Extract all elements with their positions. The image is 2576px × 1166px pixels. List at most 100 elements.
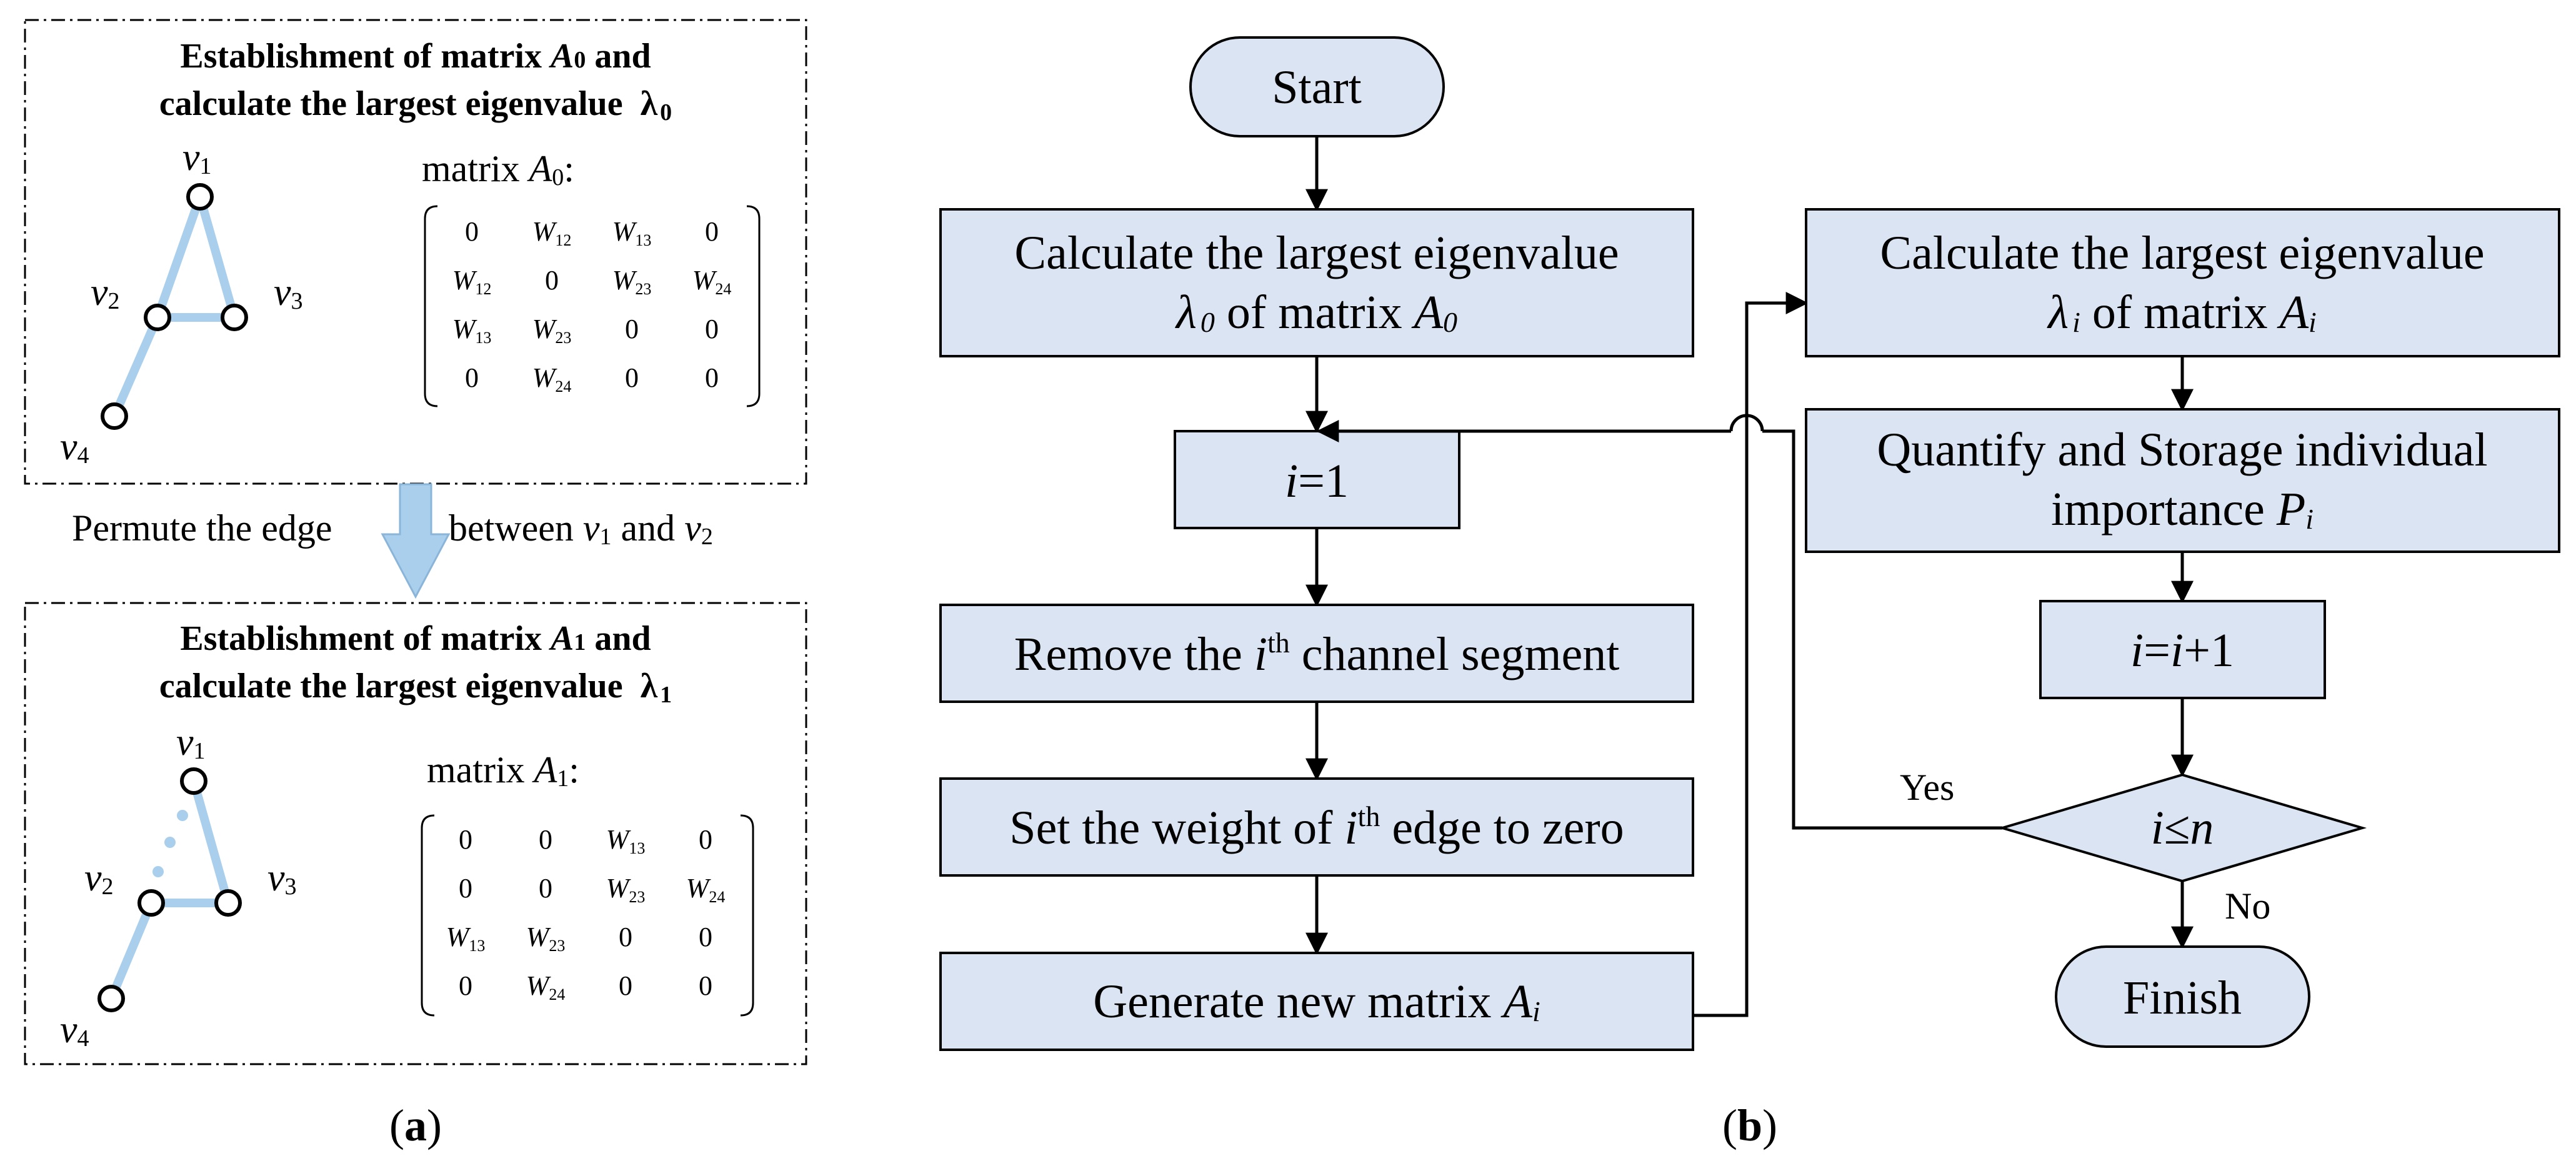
vertex-v1 <box>186 183 214 211</box>
top-matrix-cell-3-1: W24 <box>532 362 572 396</box>
label-v2: v2 <box>84 857 114 900</box>
panel-b: Start Calculate the largest eigenvalue λ… <box>939 36 2560 1150</box>
vertex-v3 <box>221 304 248 331</box>
gen-node <box>939 952 1694 1051</box>
top-matrix-cell-1-1: 0 <box>545 265 559 296</box>
remove-label: Remove the ith channel segment <box>1014 627 1620 680</box>
top-matrix-cell-3-2: 0 <box>625 362 639 393</box>
finish-label: Finish <box>2123 972 2242 1024</box>
caption-b: (b) <box>1722 1100 1777 1150</box>
label-v1: v1 <box>176 721 206 764</box>
bottom-matrix-cell-1-0: 0 <box>459 873 472 904</box>
panel-a: Establishment of matrix A0 and calculate… <box>24 19 807 485</box>
calci-line1: Calculate the largest eigenvalue <box>1880 227 2484 279</box>
vertex-v1 <box>180 767 207 795</box>
bottom-matrix-cell-1-1: 0 <box>539 873 552 904</box>
bottom-graph: v1 v2 v3 v4 <box>60 721 297 1052</box>
bottom-matrix-left-bracket <box>421 814 435 1017</box>
top-matrix-left-bracket <box>424 205 438 407</box>
bottom-dashed-frame <box>24 602 807 1065</box>
vertex-v3 <box>214 889 242 917</box>
bottom-matrix-cell-3-3: 0 <box>699 970 712 1001</box>
bottom-matrix-cell-1-3: W24 <box>686 873 726 906</box>
removed-edge-dot <box>177 810 188 821</box>
top-matrix-cell-0-1: W12 <box>532 216 572 249</box>
vertex-v2 <box>137 889 165 917</box>
top-matrix-cell-2-3: 0 <box>705 314 719 344</box>
top-matrix-cell-1-3: W24 <box>692 265 732 298</box>
bottom-title-line1: Establishment of matrix A1 and <box>180 619 651 658</box>
bottom-matrix-right-bracket <box>740 814 754 1017</box>
label-v1: v1 <box>182 136 212 179</box>
incr-label: i=i+1 <box>2130 624 2234 677</box>
bottom-matrix-cell-2-2: 0 <box>619 922 632 952</box>
calci-node <box>1805 208 2560 357</box>
transition-right-text: between v1 and v2 <box>449 507 713 550</box>
label-v2: v2 <box>91 271 120 314</box>
bottom-matrix-cell-0-1: 0 <box>539 824 552 855</box>
top-matrix-cell-3-0: 0 <box>465 362 479 393</box>
edge-v1-v3 <box>196 192 239 322</box>
bottom-matrix-cell-2-1: W23 <box>526 922 566 955</box>
top-matrix-cell-0-0: 0 <box>465 216 479 247</box>
cond-label: i≤n <box>2151 802 2214 854</box>
bottom-matrix-cell-0-0: 0 <box>459 824 472 855</box>
setw-label: Set the weight of ith edge to zero <box>1009 800 1624 854</box>
bottom-matrix-cell-1-2: W23 <box>606 873 646 906</box>
arrow-gen-calci <box>1693 292 1809 1017</box>
start-label: Start <box>1272 61 1362 114</box>
removed-edge-dot <box>164 837 176 848</box>
removed-edge-dot <box>152 866 164 877</box>
top-matrix-cell-2-2: 0 <box>625 314 639 344</box>
bottom-matrix-cell-3-1: W24 <box>526 970 566 1004</box>
quant-line1: Quantify and Storage individual <box>1877 424 2487 476</box>
bottom-matrix-cell-3-0: 0 <box>459 970 472 1001</box>
edge-v2-v4 <box>110 313 162 421</box>
top-matrix-cell-0-2: W13 <box>612 216 652 249</box>
edge-v2-v4 <box>107 899 156 1003</box>
label-v4: v4 <box>60 426 89 469</box>
bottom-matrix-cell-2-3: 0 <box>699 922 712 952</box>
top-matrix-cell-1-2: W23 <box>612 265 652 298</box>
vertex-v4 <box>97 985 125 1012</box>
vertex-v2 <box>144 304 171 331</box>
edge-v1-v2 <box>153 192 204 322</box>
top-matrix-cell-0-3: 0 <box>705 216 719 247</box>
no-label: No <box>2225 885 2270 927</box>
top-matrix-cell-2-0: W13 <box>452 314 492 347</box>
label-v3: v3 <box>267 857 297 900</box>
bottom-matrix-cell-3-2: 0 <box>619 970 632 1001</box>
line-hop-icon <box>1729 414 1764 432</box>
quant-node <box>1805 408 2560 553</box>
top-matrix-cell-3-3: 0 <box>705 362 719 393</box>
top-matrix-cell-1-0: W12 <box>452 265 492 298</box>
bottom-matrix-cell-2-0: W13 <box>446 922 486 955</box>
panel-a-bottom: Establishment of matrix A1 and calculate… <box>24 602 807 1150</box>
down-arrow-icon <box>381 483 451 599</box>
top-title-line1: Establishment of matrix A0 and <box>180 37 651 76</box>
yes-line-a <box>1762 429 2002 830</box>
bottom-matrix-cell-0-3: 0 <box>699 824 712 855</box>
top-matrix-cell-2-1: W23 <box>532 314 572 347</box>
calc0-line1: Calculate the largest eigenvalue <box>1014 227 1619 279</box>
label-v3: v3 <box>274 271 303 314</box>
yes-label: Yes <box>1900 767 1954 808</box>
bottom-matrix-cell-0-2: W13 <box>606 824 646 857</box>
top-matrix-right-bracket <box>746 205 761 407</box>
quant-line2: importance Pi <box>2051 483 2314 536</box>
vertex-v4 <box>101 402 128 430</box>
incr-node <box>2039 600 2326 699</box>
top-matrix-label: matrix A0: <box>422 148 574 191</box>
caption-a: (a) <box>389 1100 442 1150</box>
transition-left-text: Permute the edge <box>72 507 332 549</box>
transition: Permute the edge between v1 and v2 <box>72 483 713 599</box>
init-label: i=1 <box>1285 455 1349 507</box>
edge-v1-v3 <box>189 777 232 907</box>
